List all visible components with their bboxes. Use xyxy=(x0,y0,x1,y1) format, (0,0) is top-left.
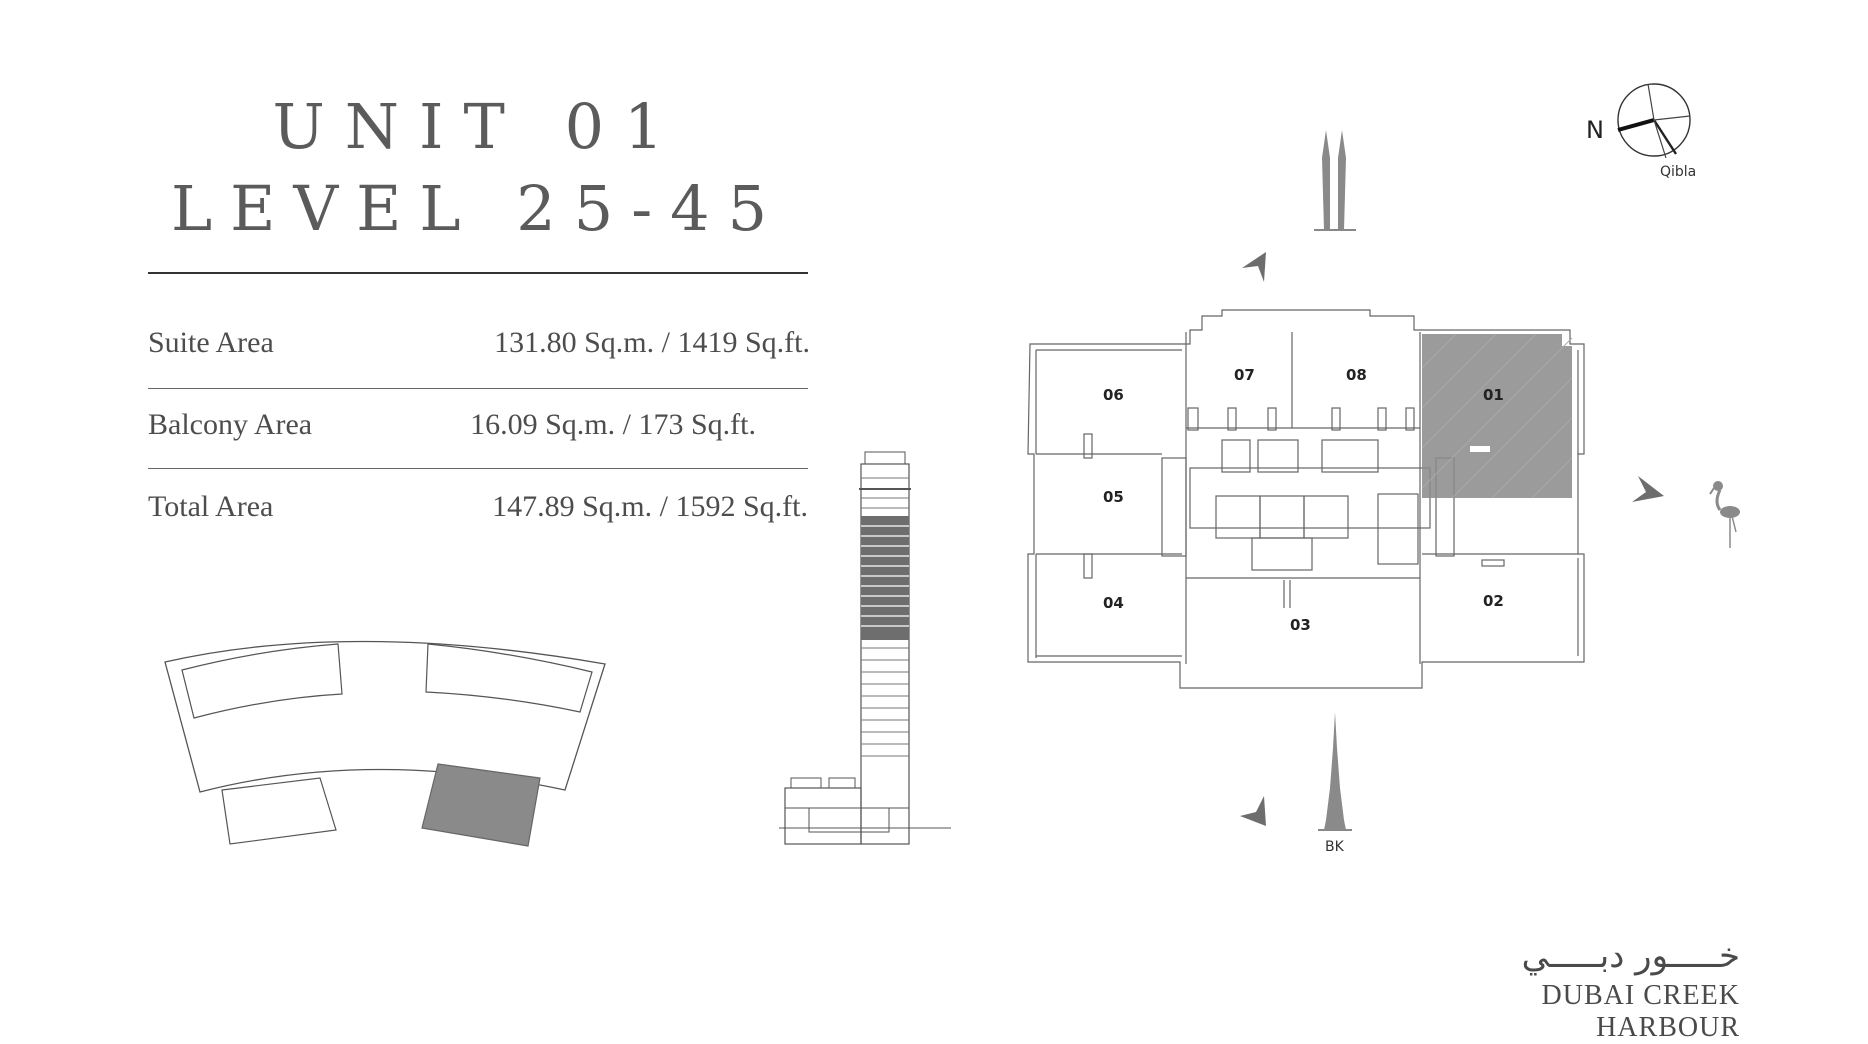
twin-towers-icon xyxy=(1314,130,1356,231)
balcony-area-value: 16.09 Sq.m. / 173 Sq.ft. xyxy=(470,408,756,441)
unit-label-05: 05 xyxy=(1103,488,1124,506)
unit-label-01: 01 xyxy=(1483,386,1504,404)
arrow-down-icon xyxy=(1240,796,1266,826)
burj-khalifa-icon: BK xyxy=(1318,712,1352,855)
unit-title: UNIT 01 xyxy=(272,90,684,163)
level-title: LEVEL 25-45 xyxy=(170,172,786,245)
unit-label-08: 08 xyxy=(1346,366,1367,384)
unit-label-03: 03 xyxy=(1290,616,1311,634)
tower-elevation xyxy=(779,451,951,845)
unit-label-06: 06 xyxy=(1103,386,1124,404)
title-divider xyxy=(148,272,808,274)
compass: N Qibla xyxy=(1586,83,1696,180)
row-divider xyxy=(148,468,808,469)
compass-qibla-label: Qibla xyxy=(1660,164,1696,180)
unit-label-04: 04 xyxy=(1103,594,1124,612)
brand-arabic: خـــــور دبـــــي xyxy=(1521,936,1740,976)
landmark-label: BK xyxy=(1325,839,1345,855)
total-area-label: Total Area xyxy=(148,490,274,523)
suite-area-value: 131.80 Sq.m. / 1419 Sq.ft. xyxy=(494,326,810,359)
arrow-right-icon xyxy=(1632,476,1664,502)
floor-plan: 06 07 08 01 05 04 03 02 xyxy=(1027,309,1585,689)
brand-english: DUBAI CREEK HARBOUR xyxy=(1541,980,1740,1043)
site-key-plan xyxy=(164,640,606,847)
balcony-area-label: Balcony Area xyxy=(148,408,313,441)
row-divider xyxy=(148,388,808,389)
total-area-value: 147.89 Sq.m. / 1592 Sq.ft. xyxy=(492,490,808,523)
unit-label-07: 07 xyxy=(1234,366,1255,384)
unit-label-02: 02 xyxy=(1483,592,1504,610)
compass-north-label: N xyxy=(1586,116,1604,144)
suite-area-label: Suite Area xyxy=(148,326,274,359)
arrow-up-icon xyxy=(1242,252,1266,282)
flamingo-icon xyxy=(1709,481,1740,548)
